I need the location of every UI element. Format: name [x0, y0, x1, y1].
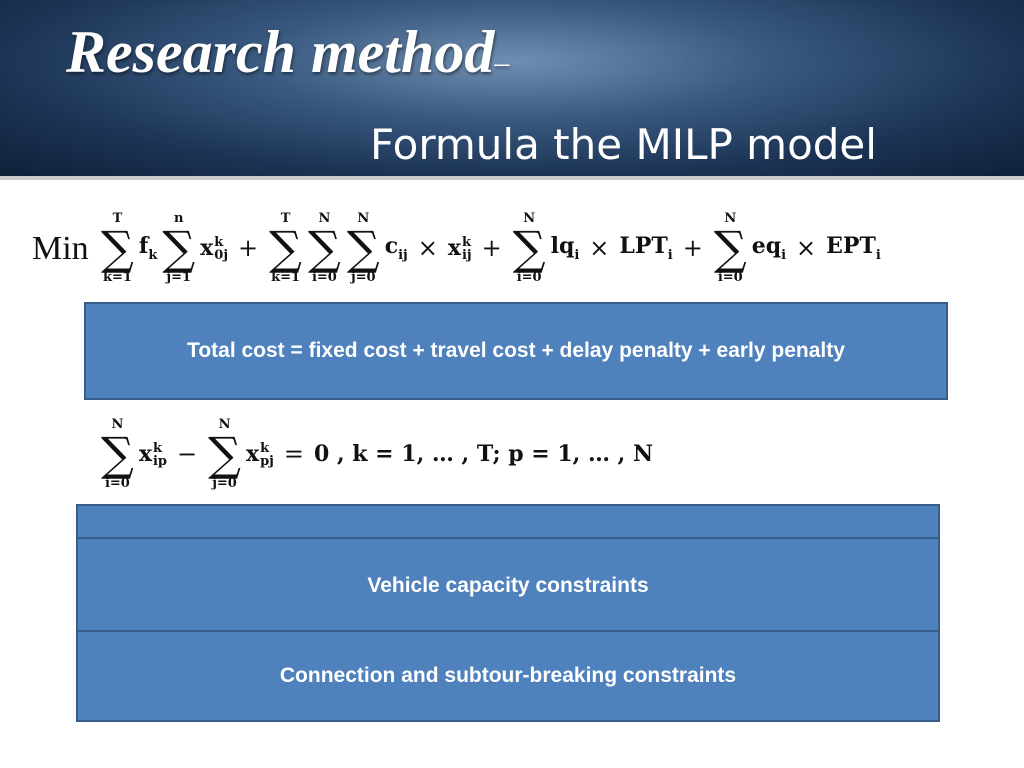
capacity-constraint-box: Vehicle capacity constraints [76, 537, 940, 635]
min-label: Min [32, 230, 89, 267]
objective-description-text: Total cost = fixed cost + travel cost + … [187, 339, 845, 362]
connection-constraint-text: Connection and subtour-breaking constrai… [279, 664, 737, 687]
objective-description-box: Total cost = fixed cost + travel cost + … [84, 302, 948, 400]
slide-title: Research method– [66, 19, 510, 85]
slide-header-background [0, 0, 1024, 176]
blank-constraint-box [76, 504, 940, 540]
title-dash: – [494, 46, 510, 79]
connection-constraint-box: Connection and subtour-breaking constrai… [76, 630, 940, 722]
capacity-constraint-text: Vehicle capacity constraints [367, 574, 649, 597]
header-divider [0, 176, 1024, 180]
slide-subtitle: Formula the MILP model [370, 120, 877, 169]
